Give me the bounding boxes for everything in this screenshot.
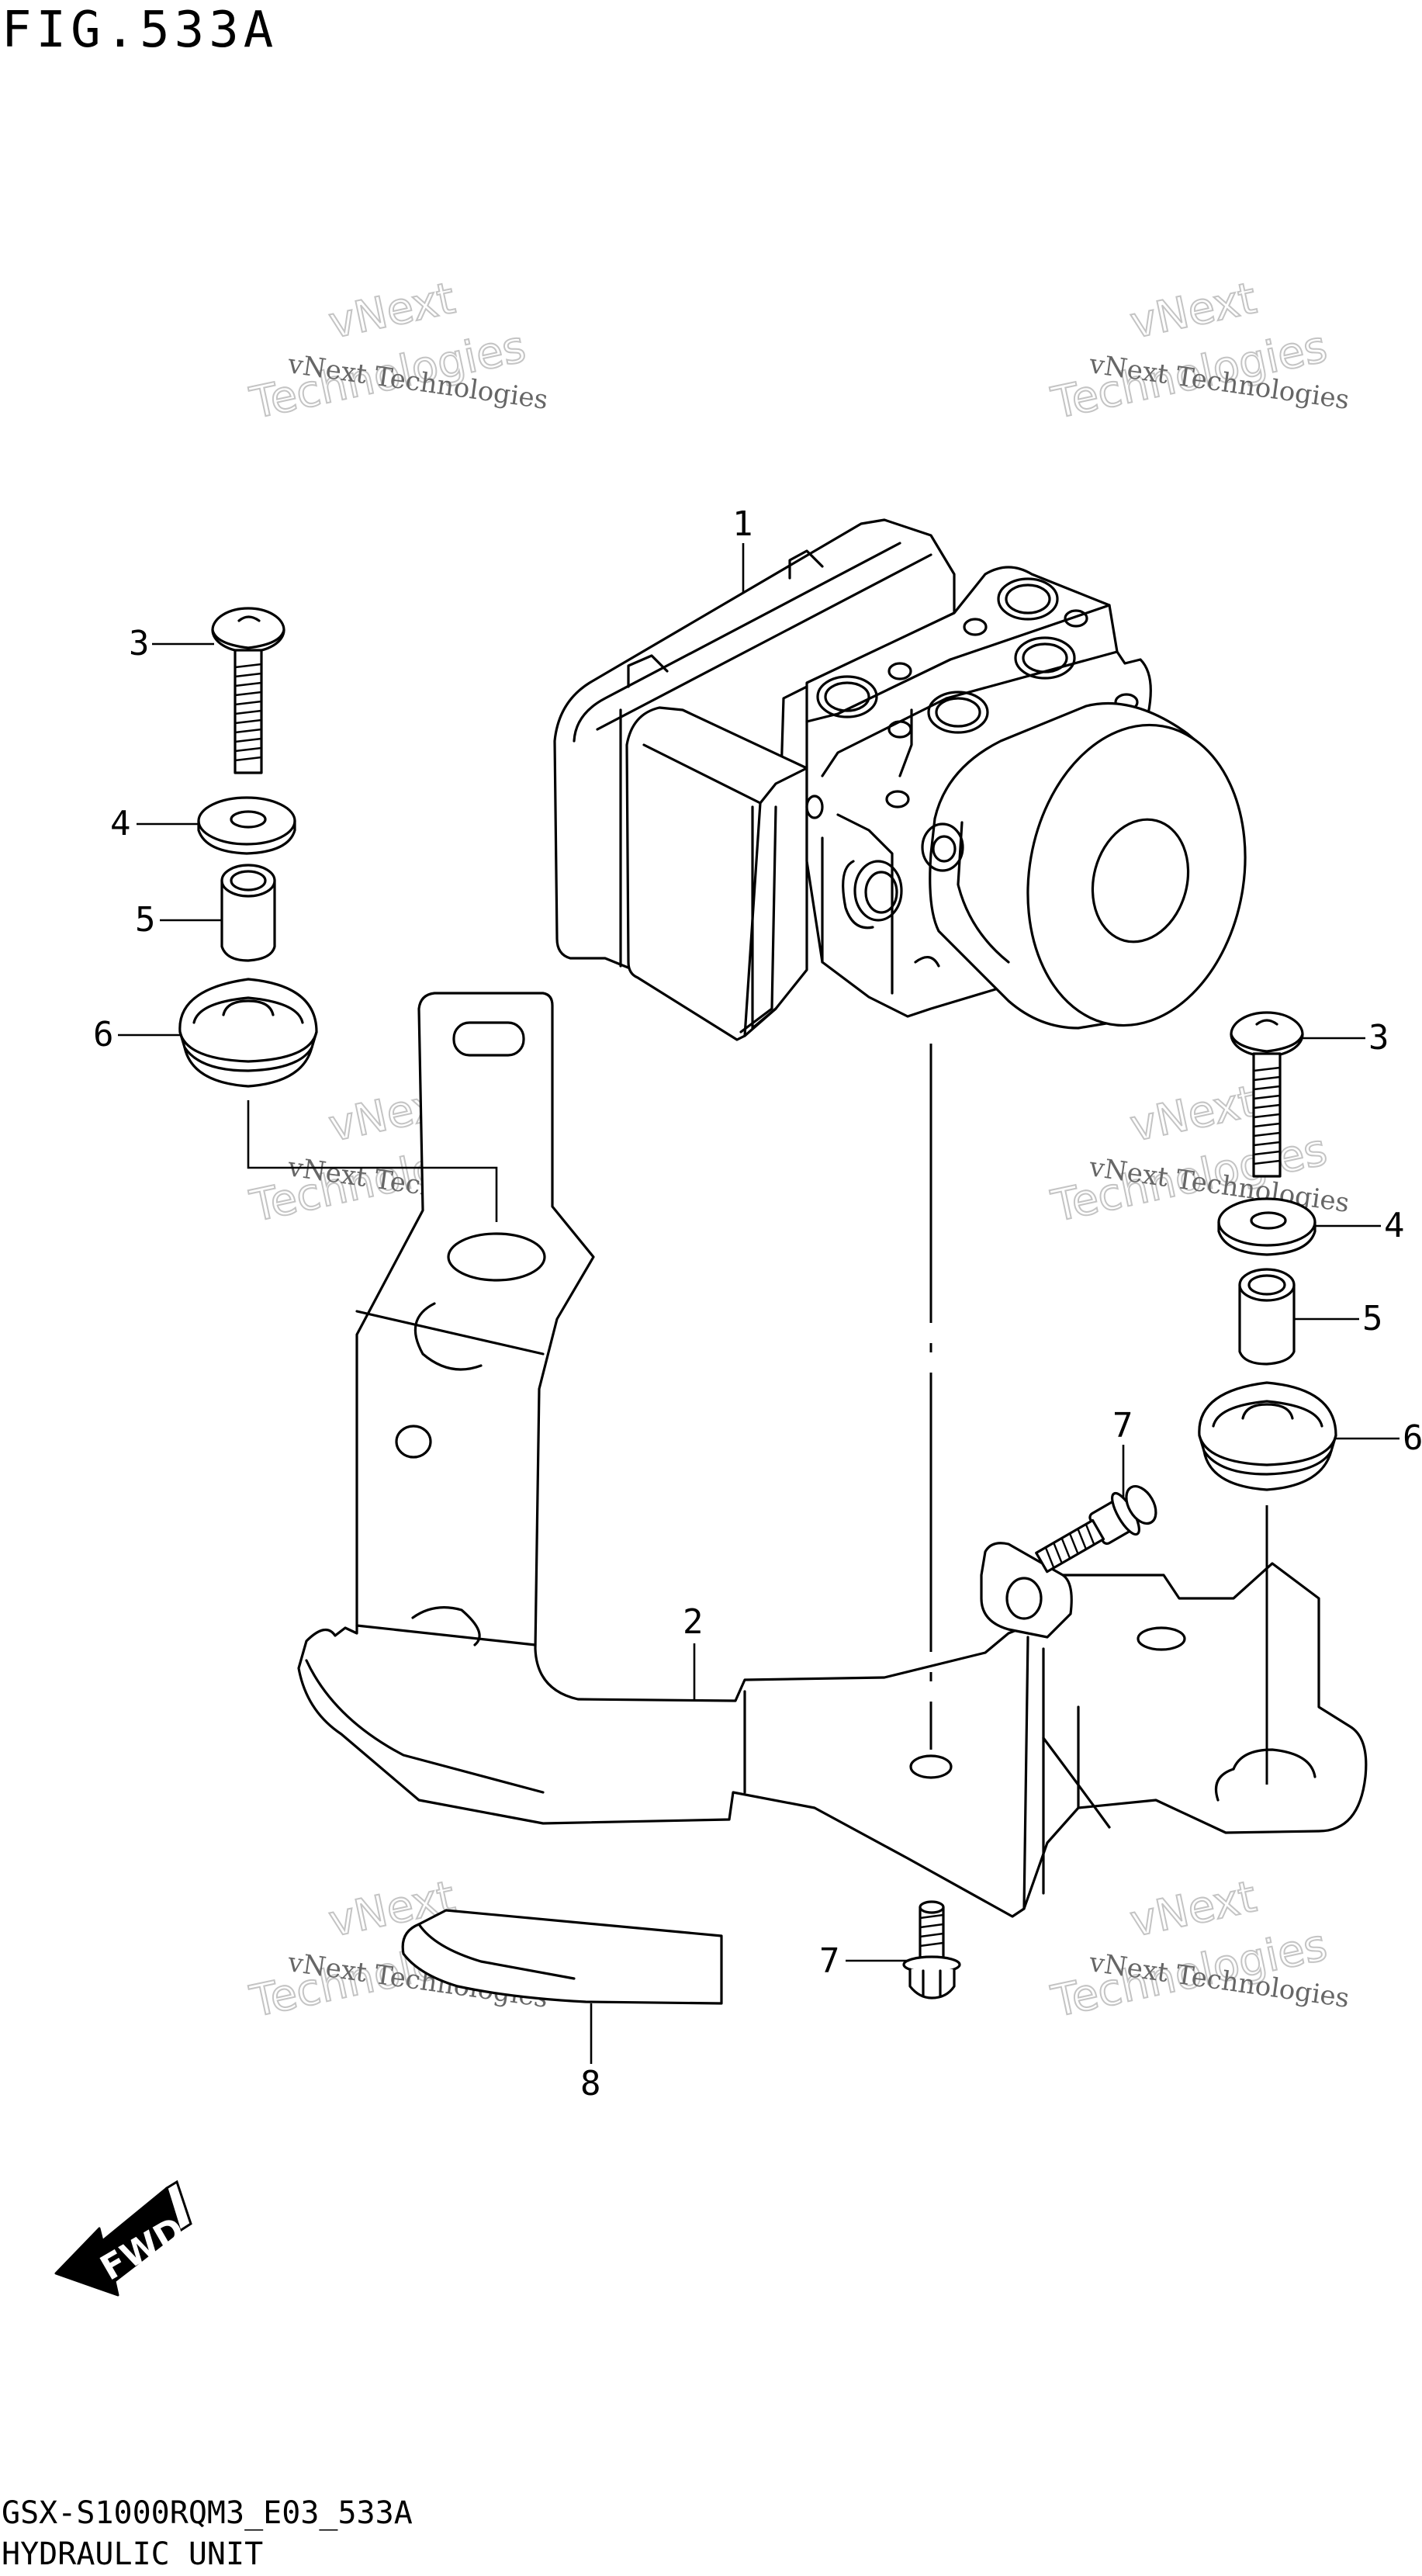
figure-title: FIG.533A bbox=[2, 2, 278, 59]
callout-7-bottom: 7 bbox=[819, 1941, 840, 1981]
callouts: 1 2 3 4 5 6 3 4 5 6 7 7 8 bbox=[93, 504, 1422, 2103]
drawing-code: GSX-S1000RQM3_E03_533A bbox=[2, 2495, 413, 2531]
bracket-hole-right bbox=[1137, 1626, 1186, 1651]
group-name: HYDRAULIC UNIT bbox=[2, 2536, 263, 2572]
bolt-part-7-bottom[interactable] bbox=[902, 1900, 961, 2000]
port-2-inner bbox=[1022, 642, 1068, 673]
fwd-arrow-icon: FWD bbox=[54, 2180, 192, 2297]
bolt-part-3-left[interactable] bbox=[211, 607, 285, 774]
pump-motor-hub bbox=[1091, 818, 1190, 943]
bolt-part-7-top[interactable] bbox=[1030, 1479, 1164, 1583]
hydraulic-unit-part-1[interactable] bbox=[553, 518, 1268, 1043]
bracket-part-2[interactable] bbox=[297, 992, 1368, 1918]
motor-bolt-inner bbox=[932, 835, 957, 863]
callout-3-right: 3 bbox=[1368, 1018, 1389, 1058]
callout-6-right: 6 bbox=[1403, 1418, 1422, 1458]
callout-8: 8 bbox=[580, 2064, 601, 2103]
callout-3-left: 3 bbox=[129, 624, 150, 663]
bracket-hole-small bbox=[395, 1425, 432, 1459]
bracket-slot bbox=[452, 1021, 525, 1057]
callout-6-left: 6 bbox=[93, 1015, 114, 1054]
grommet-part-6-left[interactable] bbox=[178, 978, 318, 1088]
callout-4-left: 4 bbox=[110, 804, 131, 843]
port-small-3 bbox=[887, 720, 912, 739]
callout-2: 2 bbox=[683, 1602, 704, 1642]
motor-bolt bbox=[921, 822, 964, 872]
callout-5-left: 5 bbox=[135, 900, 156, 940]
callout-4-right: 4 bbox=[1384, 1206, 1405, 1245]
port-side-small bbox=[805, 795, 824, 819]
port-side bbox=[853, 860, 903, 922]
alignment-line-left bbox=[247, 1100, 498, 1222]
port-4-inner bbox=[935, 697, 981, 728]
callout-5-right: 5 bbox=[1362, 1299, 1383, 1338]
port-small-1 bbox=[963, 618, 988, 636]
port-3-inner bbox=[824, 681, 870, 712]
collar-part-5-left[interactable] bbox=[220, 864, 276, 962]
port-small-4 bbox=[1064, 609, 1088, 628]
watermark-large-1: vNext bbox=[324, 273, 459, 349]
port-small-2 bbox=[887, 662, 912, 680]
washer-part-4-left[interactable] bbox=[197, 796, 296, 855]
callout-1: 1 bbox=[732, 504, 753, 544]
collar-part-5-right[interactable] bbox=[1238, 1268, 1296, 1366]
band-part-8[interactable] bbox=[401, 1909, 723, 2005]
port-4 bbox=[927, 691, 989, 734]
washer-part-4-right[interactable] bbox=[1217, 1197, 1316, 1256]
callout-7-top: 7 bbox=[1112, 1406, 1133, 1446]
watermark-large-1: vNext bbox=[1126, 273, 1261, 349]
port-side-inner bbox=[864, 871, 898, 914]
pump-motor-face bbox=[1026, 723, 1247, 1027]
port-2 bbox=[1014, 636, 1076, 680]
port-3 bbox=[816, 675, 878, 718]
bracket-tab-hole bbox=[1005, 1577, 1043, 1620]
port-1-inner bbox=[1005, 583, 1051, 615]
watermark-large-1: vNext bbox=[1126, 1871, 1261, 1948]
port-1 bbox=[997, 577, 1059, 621]
bolt-part-3-right[interactable] bbox=[1230, 1011, 1304, 1178]
bracket-hole-center bbox=[909, 1754, 953, 1779]
watermark-large-1: vNext bbox=[1126, 1076, 1261, 1152]
port-small-6 bbox=[885, 790, 910, 808]
grommet-part-6-right[interactable] bbox=[1198, 1381, 1337, 1491]
bracket-hole-upper bbox=[447, 1232, 546, 1282]
